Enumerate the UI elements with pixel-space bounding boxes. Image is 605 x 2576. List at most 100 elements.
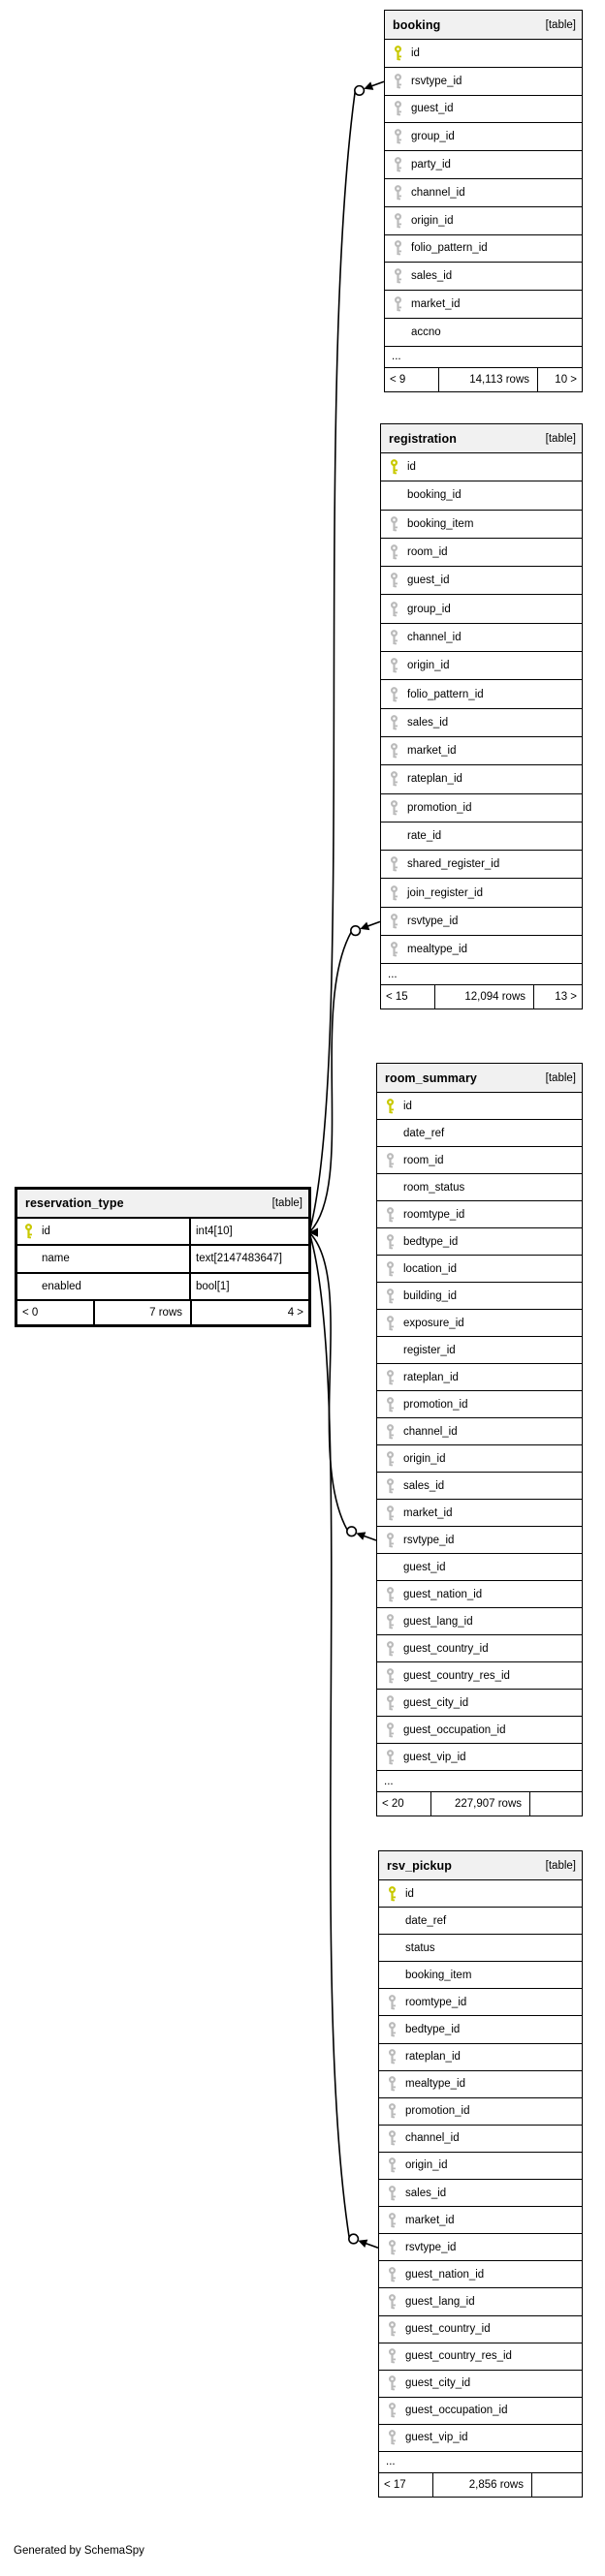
key-icon-slot	[386, 1749, 403, 1765]
foreign-key-icon	[388, 2266, 397, 2282]
column-name: channel_id	[411, 186, 465, 199]
table-header[interactable]: room_summary [table]	[377, 1064, 582, 1093]
column-name: guest_occupation_id	[405, 2405, 508, 2417]
column-guest_country_res_id: guest_country_res_id	[377, 1662, 582, 1690]
column-name: guest_occupation_id	[403, 1723, 506, 1736]
column-name: origin_id	[403, 1452, 446, 1465]
foreign-key-icon	[386, 1667, 395, 1683]
key-icon-slot	[386, 1152, 403, 1168]
key-icon-slot	[388, 2348, 405, 2364]
foreign-key-icon	[394, 101, 402, 116]
column-name: rate_id	[407, 830, 442, 842]
column-name: channel_id	[405, 2132, 460, 2145]
key-icon-slot	[386, 1450, 403, 1467]
column-join_register_id: join_register_id	[381, 879, 582, 908]
footer-row-count: 227,907 rows	[431, 1792, 530, 1816]
column-name: guest_nation_id	[405, 2268, 485, 2281]
foreign-key-icon	[388, 2157, 397, 2173]
key-icon-slot	[386, 1369, 403, 1385]
fk-zero-circle-icon	[346, 1526, 358, 1537]
foreign-key-icon	[390, 942, 398, 957]
column-sales_id: sales_id	[379, 2180, 582, 2208]
column-booking_id: booking_id	[381, 481, 582, 511]
column-date_ref: date_ref	[377, 1120, 582, 1147]
column-name: exposure_id	[403, 1317, 464, 1329]
footer-related-right: 4 >	[287, 1306, 303, 1319]
column-channel_id: channel_id	[381, 624, 582, 653]
column-id: id	[381, 453, 582, 482]
column-name: date_ref	[405, 1914, 447, 1927]
key-icon-slot	[388, 2130, 405, 2146]
primary-key-icon	[394, 45, 402, 61]
foreign-key-icon	[394, 212, 402, 228]
foreign-key-icon	[390, 515, 398, 532]
key-icon-slot	[388, 2076, 405, 2092]
key-icon-slot	[386, 1505, 403, 1521]
table-tag: [table]	[545, 18, 576, 31]
footer-related-left: < 0	[17, 1300, 95, 1324]
key-icon-slot	[386, 1233, 403, 1250]
key-icon-slot	[388, 2266, 405, 2282]
column-name: group_id	[411, 131, 455, 143]
foreign-key-icon	[386, 1152, 395, 1167]
column-guest_lang_id: guest_lang_id	[379, 2288, 582, 2316]
key-icon-slot	[390, 771, 407, 787]
key-icon-slot	[390, 630, 407, 645]
column-rsvtype_id: rsvtype_id	[377, 1527, 582, 1554]
column-name: guest_city_id	[403, 1696, 469, 1709]
key-icon-slot	[386, 1532, 403, 1548]
key-icon-slot	[388, 2321, 405, 2337]
key-icon-slot	[388, 2185, 405, 2201]
table-header[interactable]: rsv_pickup [table]	[379, 1851, 582, 1880]
foreign-key-icon	[386, 1640, 395, 1656]
column-guest_city_id: guest_city_id	[379, 2371, 582, 2398]
column-name: rateplan_id	[405, 2051, 461, 2064]
foreign-key-icon	[386, 1396, 395, 1412]
column-name: origin_id	[405, 2159, 448, 2172]
key-icon-slot	[386, 1667, 403, 1684]
column-name: guest_id	[411, 103, 454, 115]
foreign-key-icon	[386, 1260, 395, 1276]
column-room_status: room_status	[377, 1174, 582, 1201]
table-tag: [table]	[545, 432, 576, 445]
column-name: accno	[411, 326, 441, 338]
column-name: roomtype_id	[403, 1208, 465, 1221]
column-guest_nation_id: guest_nation_id	[377, 1581, 582, 1608]
foreign-key-icon	[388, 2185, 397, 2200]
column-rateplan_id: rateplan_id	[379, 2044, 582, 2071]
column-name: market_id	[411, 298, 461, 311]
footer-related-left: < 20	[377, 1792, 431, 1816]
foreign-key-icon	[386, 1477, 395, 1493]
foreign-key-icon	[386, 1423, 395, 1439]
key-icon-slot	[386, 1586, 403, 1602]
column-name: id	[405, 1887, 414, 1900]
column-name: id	[403, 1100, 412, 1112]
table-header[interactable]: registration [table]	[381, 424, 582, 453]
foreign-key-icon	[388, 2022, 397, 2037]
table-name: reservation_type	[25, 1196, 124, 1210]
column-roomtype_id: roomtype_id	[377, 1201, 582, 1228]
footer-related-left: < 15	[381, 985, 435, 1009]
table-name: rsv_pickup	[387, 1858, 453, 1873]
column-name: bedtype_id	[403, 1235, 459, 1248]
foreign-key-icon	[388, 2239, 397, 2255]
column-origin_id: origin_id	[379, 2153, 582, 2181]
table-header[interactable]: booking [table]	[385, 11, 582, 40]
column-name: folio_pattern_id	[407, 688, 484, 700]
column-party_id: party_id	[385, 151, 582, 179]
key-icon-slot	[394, 73, 411, 89]
column-name: guest_nation_id	[403, 1588, 483, 1600]
column-name: folio_pattern_id	[411, 242, 488, 255]
more-columns-ellipsis: ...	[377, 1771, 582, 1792]
column-exposure_id: exposure_id	[377, 1310, 582, 1337]
key-icon-slot	[394, 45, 411, 61]
table-header[interactable]: reservation_type [table]	[17, 1190, 308, 1219]
column-market_id: market_id	[381, 737, 582, 766]
footer-related-right: 13 >	[555, 991, 577, 1004]
